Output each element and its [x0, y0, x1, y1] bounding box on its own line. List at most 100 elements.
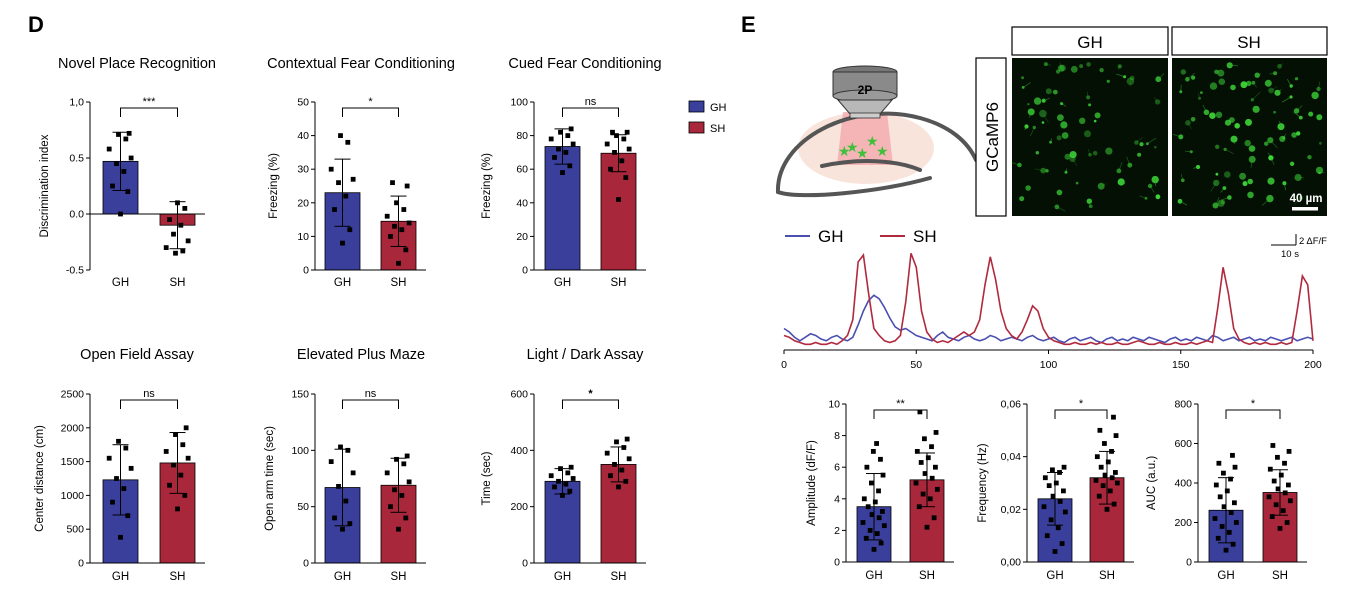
- data-point: [604, 450, 610, 456]
- significance-label: **: [896, 398, 905, 410]
- data-point: [624, 436, 630, 442]
- data-point: [1113, 433, 1119, 438]
- cell-soma: [1069, 155, 1076, 163]
- trace-x-tick-label: 150: [1172, 359, 1190, 371]
- cell-soma: [1041, 121, 1045, 124]
- cell-process: [1250, 159, 1253, 168]
- cell-process: [1221, 197, 1230, 201]
- cell-soma: [1267, 177, 1275, 185]
- cell-process: [1158, 73, 1165, 80]
- bar-gh: [544, 146, 581, 271]
- data-point: [1233, 520, 1239, 525]
- category-label: SH: [919, 570, 935, 582]
- star-icon: ★: [838, 143, 851, 159]
- cell-soma: [1189, 150, 1193, 154]
- data-point: [1215, 535, 1221, 541]
- data-point: [560, 170, 565, 175]
- cell-process: [1224, 149, 1234, 155]
- data-point: [914, 449, 920, 454]
- data-point: [347, 227, 353, 233]
- data-point: [1228, 476, 1233, 482]
- data-point: [173, 432, 178, 437]
- cell-process: [1180, 84, 1182, 92]
- y-tick-label: 600: [1174, 438, 1192, 450]
- cell-soma: [1035, 151, 1040, 155]
- category-label: GH: [865, 570, 882, 582]
- data-point: [1061, 464, 1067, 470]
- two-photon-schematic: 2P ★ ★ ★ ★ ★: [775, 65, 978, 198]
- cell-soma: [1273, 71, 1278, 76]
- data-point: [920, 491, 926, 497]
- category-label: GH: [554, 571, 571, 583]
- cell-soma: [1293, 108, 1300, 114]
- data-point: [1107, 488, 1113, 494]
- trace-x-tick-label: 200: [1304, 359, 1322, 371]
- y-axis-label: Discrimination index: [39, 134, 51, 237]
- cell-soma: [1294, 173, 1302, 182]
- cell-process: [1210, 182, 1217, 192]
- cell-process: [1149, 185, 1155, 193]
- cell-soma: [1137, 152, 1142, 157]
- cell-soma: [1088, 204, 1093, 209]
- trace-line-gh: [783, 294, 1314, 344]
- significance-bracket: [342, 399, 399, 409]
- cell-process: [1193, 166, 1199, 169]
- data-point: [924, 524, 930, 530]
- category-label: SH: [391, 277, 407, 289]
- y-tick-label: 10: [828, 399, 840, 411]
- y-tick-label: 100: [510, 97, 528, 109]
- data-point: [932, 464, 938, 470]
- y-tick-label: 0: [834, 557, 840, 569]
- cell-soma: [1247, 178, 1253, 185]
- y-tick-label: 400: [1174, 478, 1192, 490]
- cell-process: [1121, 181, 1125, 184]
- panel-letter-e: E: [741, 12, 756, 37]
- category-label: GH: [1217, 570, 1234, 582]
- data-point: [1275, 486, 1281, 492]
- y-tick-label: 6: [834, 462, 840, 474]
- cell-soma: [1057, 64, 1065, 72]
- y-tick-label: 0.0: [69, 209, 84, 221]
- micrograph-sh-cells: [1172, 62, 1325, 209]
- category-label: SH: [1272, 570, 1288, 582]
- data-point: [1278, 472, 1284, 478]
- cell-process: [1198, 92, 1200, 99]
- data-point: [126, 130, 132, 136]
- data-point: [123, 445, 129, 451]
- data-point: [163, 449, 169, 454]
- data-point: [388, 234, 393, 239]
- cell-soma: [1069, 151, 1077, 159]
- data-point: [406, 479, 412, 485]
- y-tick-label: 500: [66, 524, 84, 536]
- data-point: [340, 240, 345, 246]
- category-label: SH: [391, 571, 407, 583]
- trace-scale: 2 ΔF/F 10 s: [1271, 234, 1327, 260]
- trace-scale-x: 10 s: [1281, 249, 1299, 260]
- cell-process: [1220, 187, 1225, 193]
- chart-title: Light / Dark Assay: [527, 347, 645, 363]
- data-point: [182, 206, 188, 211]
- data-point: [925, 455, 931, 461]
- data-point: [1104, 506, 1110, 512]
- cell-soma: [1088, 153, 1092, 157]
- cell-process: [1086, 91, 1089, 98]
- data-point: [114, 476, 119, 481]
- data-point: [182, 493, 188, 498]
- data-point: [399, 227, 405, 233]
- star-icon: ★: [876, 143, 889, 159]
- data-point: [922, 436, 927, 442]
- data-point: [1266, 494, 1272, 500]
- column-header-gh: [1011, 26, 1169, 56]
- cell-soma: [1316, 86, 1321, 92]
- cell-process: [1043, 97, 1050, 102]
- cell-soma: [1244, 139, 1251, 147]
- data-point: [922, 471, 928, 476]
- data-point: [1042, 475, 1048, 481]
- cell-soma: [1139, 142, 1144, 147]
- y-tick-label: 0: [522, 265, 528, 277]
- data-point: [612, 462, 617, 467]
- data-point: [343, 193, 349, 199]
- data-point: [396, 260, 401, 266]
